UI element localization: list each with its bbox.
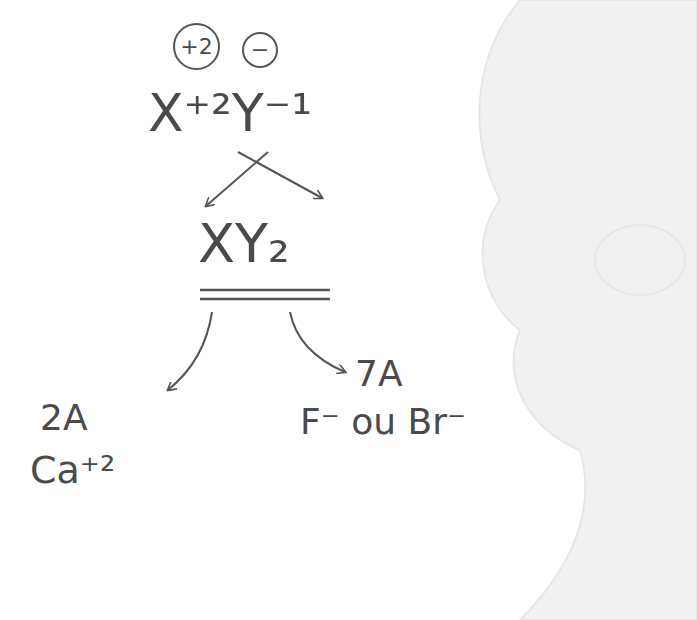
- group-label: 7A: [355, 352, 403, 395]
- ion-formula: F⁻ ou Br⁻: [300, 400, 466, 443]
- double-underline: [200, 290, 330, 299]
- ion-formula: Y⁻¹: [232, 82, 312, 144]
- charge-circle: +2: [173, 23, 220, 70]
- split-arrows: [168, 312, 345, 390]
- ion-formula: Ca⁺²: [30, 448, 115, 494]
- ion-formula: X⁺²: [148, 82, 232, 144]
- compound-formula: XY₂: [198, 212, 290, 277]
- watermark-face: [480, 0, 697, 620]
- group-label: 2A: [40, 396, 88, 439]
- charge-text: −: [251, 39, 269, 61]
- charge-circle: −: [242, 32, 278, 68]
- charge-text: +2: [180, 36, 212, 58]
- cross-arrows: [206, 152, 322, 206]
